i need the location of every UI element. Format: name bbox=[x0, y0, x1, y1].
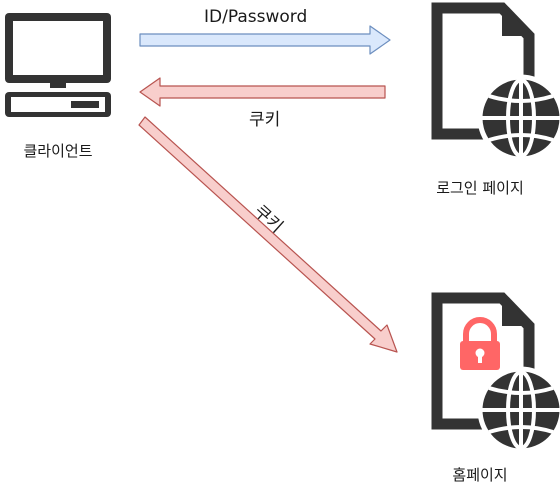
credentials-arrow bbox=[139, 25, 391, 55]
cookie-return-label: 쿠키 bbox=[249, 110, 281, 130]
login-page-label: 로그인 페이지 bbox=[436, 179, 524, 197]
globe-icon bbox=[477, 74, 560, 162]
desktop-computer-icon bbox=[5, 13, 111, 117]
globe-icon bbox=[477, 366, 560, 454]
web-document-globe-icon bbox=[431, 2, 560, 162]
cookie-send-arrow bbox=[138, 116, 398, 353]
client-label: 클라이언트 bbox=[23, 142, 93, 160]
credentials-label: ID/Password bbox=[204, 7, 308, 27]
home-page-label: 홈페이지 bbox=[452, 466, 508, 484]
locked-web-document-globe-icon bbox=[431, 292, 560, 454]
lock-icon bbox=[460, 317, 500, 370]
cookie-return-arrow bbox=[139, 77, 386, 107]
